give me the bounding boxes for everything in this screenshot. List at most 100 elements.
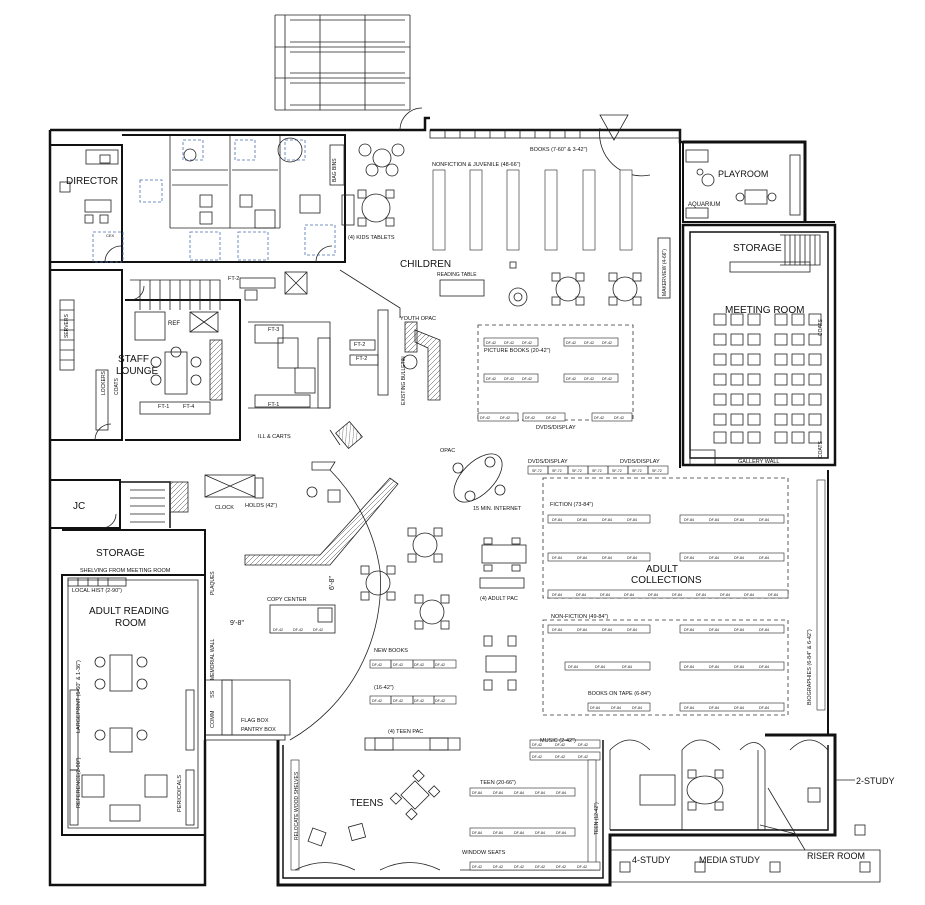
- meeting-seat: [730, 333, 744, 346]
- shelf-tag: DF-42: [535, 865, 545, 869]
- meeting-seat: [747, 431, 761, 444]
- label-ft3: FT-3: [268, 327, 279, 333]
- label-coats-staff: COATS: [114, 377, 120, 395]
- shelf-tag: DF-84: [577, 628, 587, 632]
- shelf-tag: DF-42: [480, 416, 490, 420]
- shelf-tag: DF-84: [622, 665, 632, 669]
- shelf-tag: DF-42: [493, 865, 503, 869]
- meeting-seat: [791, 313, 805, 326]
- shelf-tag: DF-84: [648, 593, 658, 597]
- shelf-tag: DF-42: [414, 699, 424, 703]
- shelf-tag: DF-84: [556, 791, 566, 795]
- shelf-tag: DF-84: [720, 593, 730, 597]
- meeting-room-seating: [713, 313, 822, 444]
- label-largeprint: LARGEPRINT (5-60" & 1-36"): [76, 660, 82, 733]
- meeting-seat: [747, 413, 761, 426]
- label-internet: 15 MIN. INTERNET: [473, 506, 522, 512]
- shelf-tag: DF-42: [504, 377, 514, 381]
- shelf-tag: DF-42: [602, 377, 612, 381]
- meeting-seat: [774, 333, 788, 346]
- meeting-seat: [730, 413, 744, 426]
- meeting-seat: [730, 373, 744, 386]
- shelf-tag: DF-84: [514, 791, 524, 795]
- teens-furniture: [290, 737, 601, 871]
- shelf-tag: DF-84: [611, 706, 621, 710]
- label-dvds-display-1: DVDS/DISPLAY: [536, 425, 576, 431]
- shelf-tag: DF-42: [500, 416, 510, 420]
- label-new-books: NEW BOOKS: [374, 648, 408, 654]
- shelf-tag: DF-84: [600, 593, 610, 597]
- meeting-seat: [713, 413, 727, 426]
- shelf-tag: DF-84: [556, 831, 566, 835]
- label-ss: SS: [210, 690, 216, 698]
- label-jc: JC: [73, 501, 85, 512]
- label-nonfiction-juvenile: NONFICTION & JUVENILE (48-66"): [432, 162, 521, 168]
- meeting-seat: [730, 353, 744, 366]
- label-books-top: BOOKS (7-60" & 3-42"): [530, 147, 588, 153]
- label-teen-side: TEEN (12-42"): [594, 802, 600, 835]
- label-staff: STAFF: [118, 354, 149, 365]
- shelf-tag: DF-42: [546, 416, 556, 420]
- label-storage-left: STORAGE: [96, 548, 145, 559]
- shelf-tag: DF-42: [578, 743, 588, 747]
- meeting-seat: [713, 393, 727, 406]
- shelf-tag: DF-42: [555, 743, 565, 747]
- shelf-tag: DF-84: [709, 628, 719, 632]
- meeting-seat: [747, 333, 761, 346]
- label-relocate-shelves: RELOCATE WOOD SHELVES: [294, 771, 300, 840]
- shelf-tag: DF-42: [578, 755, 588, 759]
- shelf-tag: DF-84: [535, 791, 545, 795]
- label-periodicals: PERIODICALS: [177, 775, 183, 812]
- shelf-tag: DF-42: [525, 416, 535, 420]
- label-adult-reading-1: ADULT READING: [89, 606, 169, 617]
- shelf-tag: DF-84: [602, 556, 612, 560]
- shelf-tag: DF-84: [684, 518, 694, 522]
- label-ft1: FT-1: [158, 404, 169, 410]
- shelf-tag: DF-84: [684, 665, 694, 669]
- meeting-seat: [774, 413, 788, 426]
- label-bag-bins: BAG BINS: [332, 158, 338, 182]
- label-teen-pac: (4) TEEN PAC: [388, 729, 423, 735]
- shelf-tag: DF-84: [493, 791, 503, 795]
- label-aquarium: AQUARIUM: [688, 202, 720, 208]
- shelf-tag: DF-84: [576, 593, 586, 597]
- director-office: [50, 144, 124, 263]
- label-kids-tablets: (4) KIDS TABLETS: [348, 235, 395, 241]
- shelf-tag: DF-42: [372, 663, 382, 667]
- shelf-tag: SF-72: [532, 469, 542, 473]
- label-children: CHILDREN: [400, 259, 451, 270]
- study-rooms: [609, 739, 855, 851]
- label-coats-2: COATS: [818, 440, 824, 458]
- shelf-tag: DF-42: [602, 341, 612, 345]
- central-desk: [244, 420, 399, 741]
- label-holds: HOLDS (42"): [245, 503, 277, 509]
- shelf-tag: DF-42: [532, 743, 542, 747]
- shelf-tag: DF-84: [602, 628, 612, 632]
- opac-kiosk: [452, 453, 506, 503]
- shelf-tag: DF-42: [584, 341, 594, 345]
- playroom-furniture: [685, 149, 801, 219]
- children-area: [329, 114, 681, 475]
- label-servers: SERVERS: [64, 314, 70, 338]
- shelf-tag: DF-84: [590, 706, 600, 710]
- shelf-tag: DF-84: [759, 706, 769, 710]
- label-director: DIRECTOR: [66, 176, 118, 187]
- label-lounge: LOUNGE: [116, 366, 159, 377]
- shelf-tag: DF-84: [744, 593, 754, 597]
- room-labels: DIRECTOR CHILDREN PLAYROOM AQUARIUM STOR…: [66, 169, 895, 865]
- label-ft2: FT-2: [228, 276, 239, 282]
- label-ft2-c: FT-2: [356, 356, 367, 362]
- label-shelving-meeting: SHELVING FROM MEETING ROOM: [80, 568, 171, 574]
- shelf-tag: DF-84: [734, 665, 744, 669]
- shelf-tag: DF-84: [624, 593, 634, 597]
- shelf-tag: SF-72: [632, 469, 642, 473]
- label-riser-room: RISER ROOM: [807, 851, 865, 861]
- shelf-tag: DF-84: [514, 831, 524, 835]
- label-existing-bulletin: EXISTING BULLETIN: [401, 356, 407, 405]
- adult-collections: [542, 477, 826, 716]
- meeting-seat: [774, 373, 788, 386]
- label-meeting-room: MEETING ROOM: [725, 305, 804, 316]
- picture-book-shelves: [477, 337, 633, 422]
- label-2-study: 2-STUDY: [856, 776, 895, 786]
